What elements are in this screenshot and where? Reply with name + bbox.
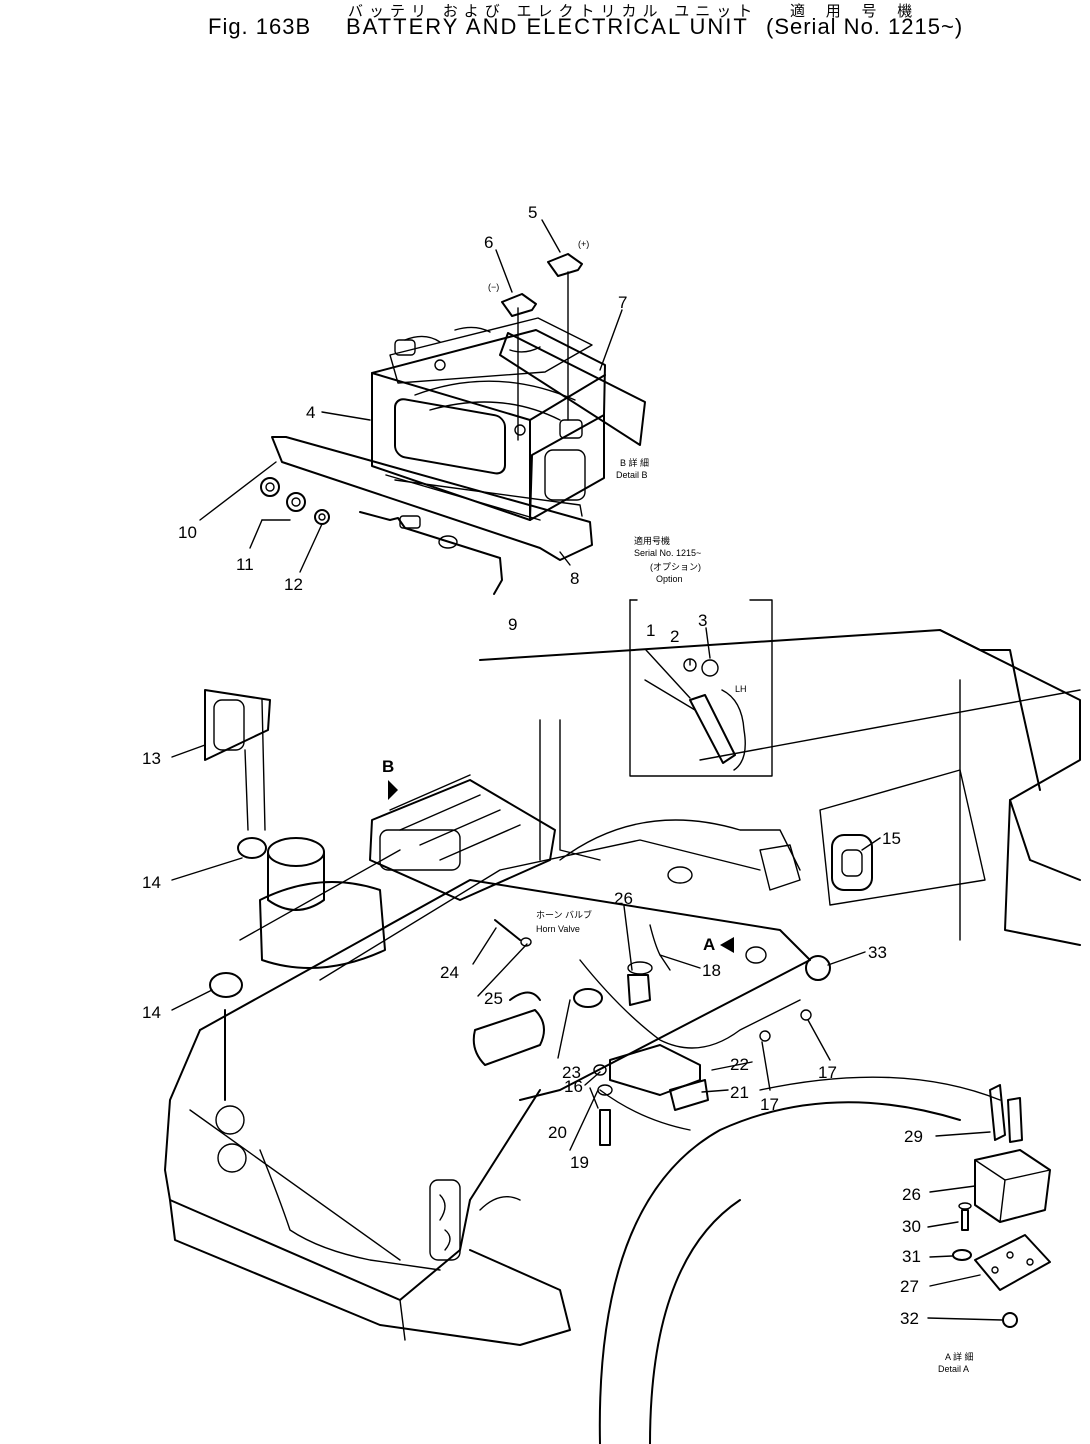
detail-b-en: Detail B <box>616 470 648 480</box>
callout-8: 8 <box>570 569 579 588</box>
callout-21: 21 <box>730 1083 749 1102</box>
hold-down-rod <box>359 511 503 595</box>
callout-32: 32 <box>900 1309 919 1328</box>
horn-valve-en: Horn Valve <box>536 924 580 934</box>
callout-labels: 1 2 3 4 5 6 7 8 9 10 11 12 13 14 14 15 1… <box>142 203 923 1328</box>
option-detail-box: 適用号機 Serial No. 1215~ (オプション) Option LH <box>629 535 773 777</box>
callout-27: 27 <box>900 1277 919 1296</box>
diagram-title: BATTERY AND ELECTRICAL UNIT <box>346 14 749 39</box>
callout-26b: 26 <box>902 1185 921 1204</box>
callout-5: 5 <box>528 203 537 222</box>
callout-1: 1 <box>646 621 655 640</box>
horn-valve-jp: ホーン バルブ <box>536 909 592 920</box>
wire-mark: LH <box>735 684 747 694</box>
callout-17b: 17 <box>818 1063 837 1082</box>
serial-japanese: 適 用 号 機 <box>790 2 921 20</box>
battery-tray <box>271 436 593 561</box>
view-a-arrow <box>720 937 734 953</box>
battery-assembly <box>371 317 606 521</box>
option-serial-jp: 適用号機 <box>634 535 670 546</box>
callout-3: 3 <box>698 611 707 630</box>
callout-24: 24 <box>440 963 459 982</box>
leader-lines <box>171 219 1003 1321</box>
view-b-letter: B <box>382 757 394 776</box>
callout-14b: 14 <box>142 1003 161 1022</box>
callout-9: 9 <box>508 615 517 634</box>
callout-11: 11 <box>236 555 254 574</box>
detail-a-jp: A 詳 細 <box>945 1351 974 1362</box>
callout-31: 31 <box>902 1247 921 1266</box>
serial-range: (Serial No. 1215~) <box>766 14 964 39</box>
callout-15: 15 <box>882 829 901 848</box>
callout-4: 4 <box>306 403 315 422</box>
battery-terminals: (+) (−) <box>488 239 589 441</box>
callout-26a: 26 <box>614 889 633 908</box>
callout-13: 13 <box>142 749 161 768</box>
callout-30: 30 <box>902 1217 921 1236</box>
negative-mark: (−) <box>488 282 499 292</box>
detail-b-jp: B 詳 細 <box>620 457 649 468</box>
option-serial: Serial No. 1215~ <box>634 548 701 558</box>
callout-22: 22 <box>730 1055 749 1074</box>
title-japanese: バッテリ および エレクトリカル ユニット <box>348 2 759 20</box>
detail-a-relay: A 詳 細 Detail A <box>938 1084 1051 1374</box>
view-a-letter: A <box>703 935 715 954</box>
positive-mark: (+) <box>578 239 589 249</box>
view-b-arrow <box>388 780 398 800</box>
callout-33: 33 <box>868 943 887 962</box>
callout-12: 12 <box>284 575 303 594</box>
nut-washer-set <box>260 477 330 525</box>
callout-7: 7 <box>618 293 627 312</box>
option-jp: (オプション) <box>650 562 701 572</box>
callout-2: 2 <box>670 627 679 646</box>
detail-a-en: Detail A <box>938 1364 969 1374</box>
callout-20: 20 <box>548 1123 567 1142</box>
cover-plate <box>499 332 646 446</box>
callout-29: 29 <box>904 1127 923 1146</box>
callout-14a: 14 <box>142 873 161 892</box>
callout-10: 10 <box>178 523 197 542</box>
callout-23: 23 <box>562 1063 581 1082</box>
view-marker-b: B <box>382 757 398 800</box>
callout-16: 16 <box>564 1077 583 1096</box>
figure-number: Fig. 163B <box>208 14 312 39</box>
callout-19: 19 <box>570 1153 589 1172</box>
callout-17a: 17 <box>760 1095 779 1114</box>
view-marker-a: A <box>703 935 734 954</box>
callout-6: 6 <box>484 233 493 252</box>
callout-25: 25 <box>484 989 503 1008</box>
option-en: Option <box>656 574 683 584</box>
callout-18: 18 <box>702 961 721 980</box>
vehicle-body <box>164 629 1081 1444</box>
